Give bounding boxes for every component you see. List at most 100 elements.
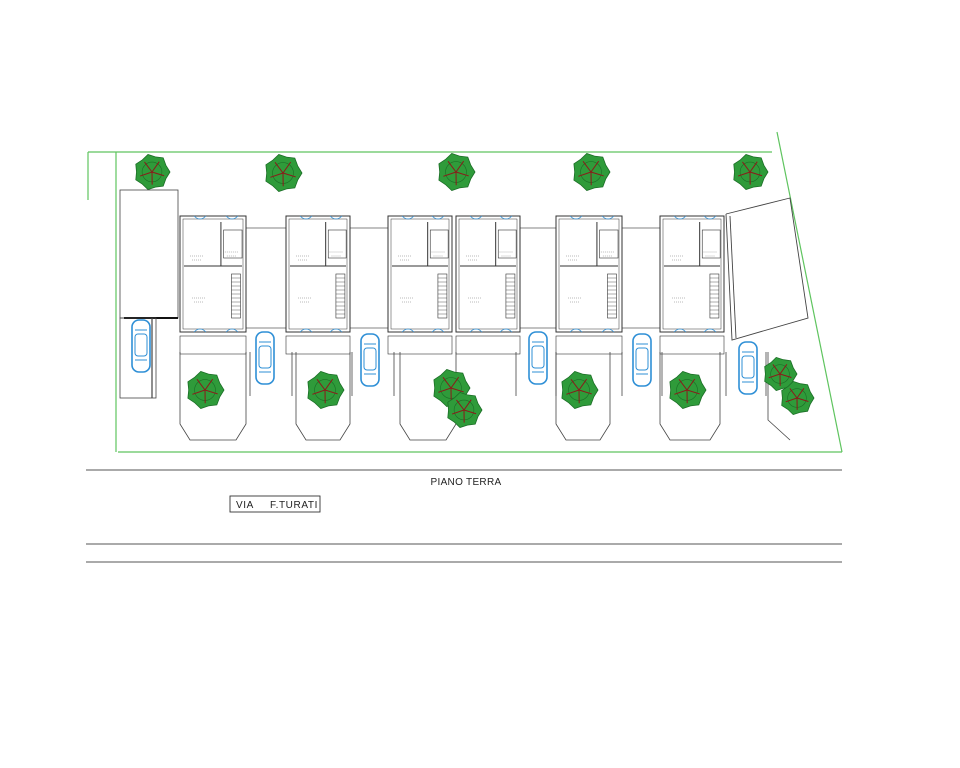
door-swing-icon [401,215,415,220]
unit-inner-walls [558,218,620,330]
left-carport [119,189,179,399]
door-swing-icon [469,328,483,333]
door-swing-icon [673,328,687,333]
garden-enclosure [295,352,351,441]
tree-branch [570,379,580,391]
lot-boundary [87,131,843,453]
bathroom [327,229,347,259]
tree-branch [451,409,465,415]
house-unit [659,215,725,355]
door-swing-icon [401,328,415,333]
door-swing-icon [225,328,239,333]
car-roof [531,345,545,369]
unit-inner-walls [662,218,722,330]
door-swing-icon [329,328,343,333]
bathroom [701,229,721,259]
right-wing [725,197,809,341]
tree-branch [447,161,457,173]
cars [131,319,758,395]
tree-branch [749,171,763,177]
car-roof [741,355,755,379]
car-icon [528,331,548,385]
street-label: VIA F.TURATI [229,495,321,513]
tree-branch [590,171,604,177]
car-body [632,333,652,387]
house-unit [179,215,247,355]
tree-branch [674,389,688,395]
tree-branch [282,172,296,178]
stair-outline [607,273,617,319]
tree-branch [590,160,600,173]
car-roof [134,333,148,357]
car-body [131,319,151,373]
house-unit [387,215,453,355]
unit-inner-walls [288,218,348,330]
staircase-icon [709,273,720,319]
porch [555,335,623,355]
porch [179,335,247,355]
door-swing-icon [193,328,207,333]
tree-branch [316,379,326,391]
tree-branch [324,389,338,395]
bathroom [223,229,243,259]
tree-icon [187,371,225,409]
car-body [738,341,758,395]
courtyard-walls [621,227,661,329]
tree-branch [274,162,284,174]
tree-branch [772,364,781,375]
tree-branch [737,171,751,177]
garden-enclosure [555,352,611,441]
staircase-icon [231,273,241,319]
tree-branch [779,363,788,375]
courtyard-walls [519,227,557,329]
door-swing-icon [703,215,717,220]
street-prefix: VIA [236,500,254,511]
tree-branch [578,378,588,391]
bathroom [599,229,619,259]
car-icon [738,341,758,395]
tree-branch [742,161,751,173]
car-body [255,331,275,385]
tree-icon [307,371,345,409]
tree-branch [456,399,465,411]
tree-branch [686,378,696,391]
door-swing-icon [569,328,583,333]
house-unit [285,215,351,355]
car-icon [255,331,275,385]
car-icon [632,333,652,387]
courtyard [519,227,557,329]
tree-branch [749,161,758,173]
tree-branch [151,171,165,177]
door-swing-icon [299,328,313,333]
unit-inner-walls [458,218,518,330]
door-swing-icon [601,328,615,333]
door-swing-icon [431,215,445,220]
door-swing-icon [329,215,343,220]
tree-branch [192,389,206,395]
door-swing-icon [499,215,513,220]
plan-title: PIANO TERRA [431,477,502,488]
tree-branch [796,397,809,402]
tree-branch [204,389,218,395]
tree-icon [265,154,303,192]
tree-icon [438,153,476,191]
door-swing-icon [225,215,239,220]
tree-branch [785,397,798,403]
door-swing-icon [673,215,687,220]
tree-branch [196,379,206,391]
courtyard-walls [245,227,287,329]
stair-outline [231,273,241,319]
tree-branch [578,171,592,177]
tree-branch [578,389,592,395]
tree-icon [561,371,599,409]
door-swing-icon [431,328,445,333]
car-icon [131,319,151,373]
tree-branch [312,389,326,395]
porch [387,335,453,355]
tree-branch [463,399,472,411]
tree-branch [678,379,688,391]
unit-inner-walls [182,218,244,330]
door-swing-icon [601,215,615,220]
garden-enclosure [179,352,247,441]
